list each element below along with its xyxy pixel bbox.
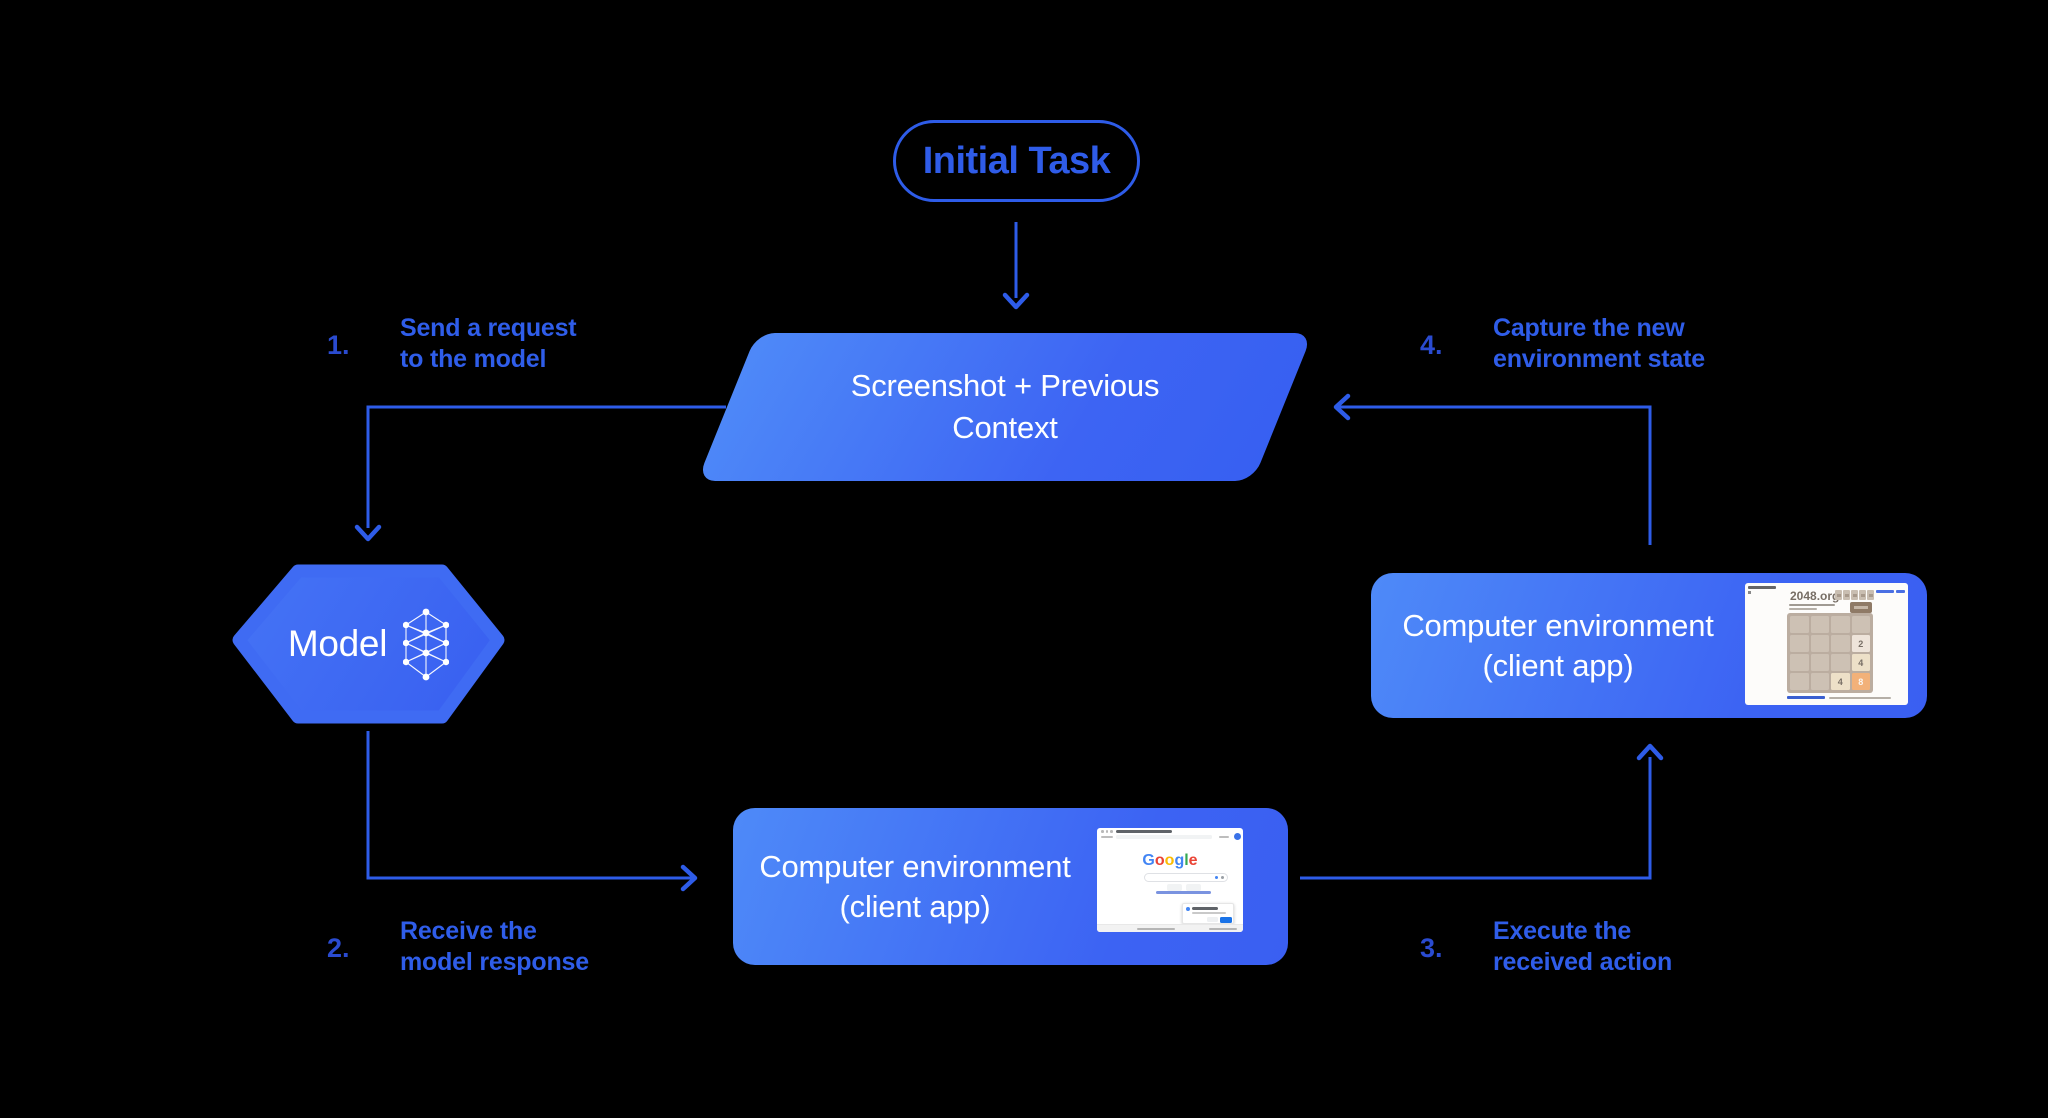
game-title: 2048.org <box>1790 589 1840 603</box>
board-cell <box>1810 654 1829 671</box>
arrowhead-up-icon <box>1636 743 1664 761</box>
profile-avatar <box>1234 833 1241 840</box>
model-node: Model <box>232 564 505 724</box>
tile-2: 2 <box>1851 635 1870 652</box>
arrow-context-to-model <box>366 405 726 528</box>
arrow-env-to-context <box>1338 405 1652 545</box>
game-subtitle <box>1789 604 1835 607</box>
score-tile <box>1867 590 1874 600</box>
score-tile <box>1859 590 1866 600</box>
tile-8: 8 <box>1851 673 1870 690</box>
google-g-icon <box>1186 907 1190 911</box>
arrow-env-to-env <box>1300 757 1652 880</box>
google-homepage-thumbnail: Google <box>1097 828 1243 932</box>
language-links <box>1156 891 1211 894</box>
model-label: Model <box>287 623 388 664</box>
score-tile <box>1835 590 1842 600</box>
footer-links <box>1137 927 1175 930</box>
new-game-button <box>1850 602 1872 613</box>
board-cell <box>1790 635 1809 652</box>
game-subtitle <box>1789 608 1817 611</box>
tile-4: 4 <box>1831 673 1850 690</box>
initial-task-node: Initial Task <box>893 120 1140 202</box>
computer-environment-bottom-label: Computer environment (client app) <box>759 849 1071 924</box>
browser-menu-icon <box>1219 835 1229 838</box>
board-cell <box>1831 616 1850 633</box>
game-board: 2 4 4 8 <box>1787 613 1873 693</box>
board-cell <box>1851 616 1870 633</box>
board-cell <box>1810 616 1829 633</box>
game-footer-text <box>1829 696 1891 699</box>
initial-task-label: Initial Task <box>922 139 1111 182</box>
arrowhead-down-icon <box>1002 292 1030 310</box>
neural-network-icon <box>403 608 450 680</box>
board-cell <box>1790 673 1809 690</box>
computer-environment-right-node: Computer environment (client app) 2048.o… <box>1371 573 1927 718</box>
google-footer <box>1097 924 1243 932</box>
board-cell <box>1810 635 1829 652</box>
score-tile <box>1843 590 1850 600</box>
arrowhead-right-icon <box>680 864 698 892</box>
board-cell <box>1790 654 1809 671</box>
mic-icon <box>1215 876 1218 879</box>
google-logo: Google <box>1142 852 1198 869</box>
score-tile <box>1851 590 1858 600</box>
browser-tab <box>1116 830 1172 833</box>
nav-buttons-icon <box>1101 835 1113 838</box>
help-link <box>1896 590 1905 593</box>
favicon-icon <box>1748 591 1751 594</box>
window-control-icon <box>1110 830 1113 833</box>
screenshot-context-node: Screenshot + Previous Context <box>697 333 1313 481</box>
keyboard-icon <box>1221 876 1224 879</box>
arrow-model-to-env <box>366 731 692 880</box>
dialog-secondary-button <box>1207 917 1218 922</box>
tile-4: 4 <box>1851 654 1870 671</box>
search-button <box>1167 884 1182 891</box>
help-link <box>1876 590 1894 593</box>
footer-links <box>1209 927 1237 930</box>
window-control-icon <box>1101 830 1104 833</box>
board-cell <box>1831 635 1850 652</box>
arrowhead-down-icon <box>354 524 382 542</box>
dialog-text <box>1192 911 1226 914</box>
game-footer-link <box>1787 696 1825 699</box>
arrowhead-left-icon <box>1333 393 1351 421</box>
lucky-button <box>1186 884 1201 891</box>
window-title <box>1748 586 1776 589</box>
dialog-primary-button <box>1220 917 1232 923</box>
url-bar <box>1116 835 1212 839</box>
board-cell <box>1810 673 1829 690</box>
search-input <box>1144 873 1228 882</box>
game-2048-thumbnail: 2048.org 2 4 <box>1745 583 1908 705</box>
computer-environment-right-label: Computer environment (client app) <box>1402 608 1714 683</box>
computer-environment-bottom-node: Computer environment (client app) Google <box>733 808 1288 965</box>
screenshot-context-label: Screenshot + Previous Context <box>850 368 1160 445</box>
window-control-icon <box>1105 830 1108 833</box>
signin-dialog <box>1182 903 1234 924</box>
board-cell <box>1790 616 1809 633</box>
dialog-title <box>1192 907 1218 910</box>
board-cell <box>1831 654 1850 671</box>
hexagon-shape <box>232 564 505 724</box>
